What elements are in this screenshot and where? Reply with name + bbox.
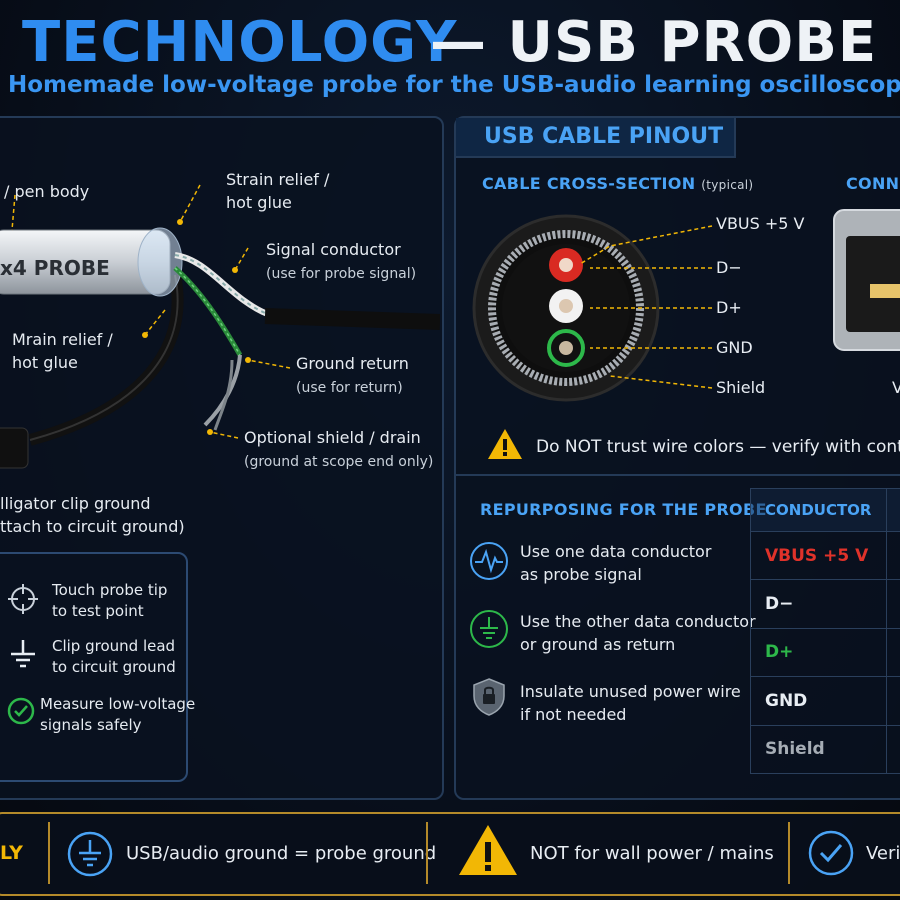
label-signal-conductor: Signal conductor(use for probe signal) [266, 240, 417, 282]
table-header-m: M [885, 488, 900, 532]
pin-gnd: GND [716, 338, 753, 357]
page-title: TECHNOLOGY — USB PROBE & P [0, 8, 900, 78]
table-row: D+ [750, 627, 900, 678]
pin-vbus: VBUS +5 V [716, 214, 805, 233]
label-shield-drain: Optional shield / drain(ground at scope … [244, 428, 434, 470]
usb-connector-icon [833, 209, 900, 351]
waveform-icon [470, 542, 508, 580]
pin-leader-lines [579, 225, 713, 389]
ground-wire [173, 266, 243, 357]
title-part-technology: TECHNOLOGY [22, 10, 458, 75]
table-header-row: CONDUCTOR M [750, 488, 900, 532]
connector-label: CONN [846, 174, 900, 193]
table-row: Shield [750, 724, 900, 775]
table-row: GND [750, 676, 900, 726]
pinout-divider [456, 474, 900, 476]
warning-icon [459, 825, 517, 875]
table-cell-gnd: GND [750, 676, 887, 726]
table-cell-dplus: D+ [750, 627, 887, 678]
table-row: VBUS +5 V [750, 530, 900, 581]
repurpose-heading: REPURPOSING FOR THE PROBE [480, 500, 767, 519]
footer-item-verify: Veri [866, 843, 900, 864]
label-ground-return: Ground return(use for return) [296, 354, 409, 396]
check-icon [808, 830, 854, 876]
footer-item-mains: NOT for wall power / mains [530, 843, 774, 864]
pin-dplus: D+ [716, 298, 742, 317]
pin-shield: Shield [716, 378, 766, 397]
pinout-heading: USB CABLE PINOUT [456, 118, 736, 158]
footer-item-only: LY [0, 842, 23, 864]
label-strain-relief-top: Strain relief /hot glue [226, 170, 330, 212]
wire-color-warning: Do NOT trust wire colors — verify with c… [536, 437, 900, 457]
steps-box [0, 552, 188, 782]
title-part-usb-probe: — USB PROBE & P [430, 10, 900, 75]
ground-icon [11, 640, 35, 668]
warning-icon [488, 429, 522, 459]
table-row: D− [750, 579, 900, 629]
probe-illustration [0, 184, 440, 469]
cable-cross-section [472, 214, 660, 402]
footer-divider [788, 822, 790, 884]
table-cell-dminus: D− [750, 579, 887, 629]
footer-item-ground: USB/audio ground = probe ground [126, 843, 437, 864]
probe-body-text: x4 PROBE [0, 256, 110, 280]
cross-section-label: CABLE CROSS-SECTION (typical) [482, 174, 754, 193]
page-subtitle: Homemade low-voltage probe for the USB-a… [8, 72, 900, 98]
alligator-plug [0, 427, 29, 469]
label-strain-relief-bottom: Mrain relief /hot glue [12, 330, 113, 372]
footer-divider [426, 822, 428, 884]
hot-glue-blob [137, 227, 183, 297]
table-cell-vbus: VBUS +5 V [750, 530, 887, 581]
crosshair-icon [8, 584, 38, 614]
footer-divider [48, 822, 50, 884]
check-icon [7, 697, 35, 725]
ground-icon [470, 610, 508, 648]
pin-dminus: D− [716, 258, 742, 277]
table-cell-shield: Shield [750, 724, 887, 775]
table-header-conductor: CONDUCTOR [750, 488, 887, 532]
ground-icon [67, 831, 113, 877]
shield-icon [473, 678, 505, 716]
label-pen-body: / pen body [4, 182, 90, 201]
connector-caption: V [892, 378, 900, 397]
shield-drain-wire [203, 354, 242, 427]
safety-footer [0, 812, 900, 896]
conductor-table: CONDUCTOR M VBUS +5 V D− D+ GND Shield [750, 488, 900, 775]
outer-cable [264, 308, 440, 330]
